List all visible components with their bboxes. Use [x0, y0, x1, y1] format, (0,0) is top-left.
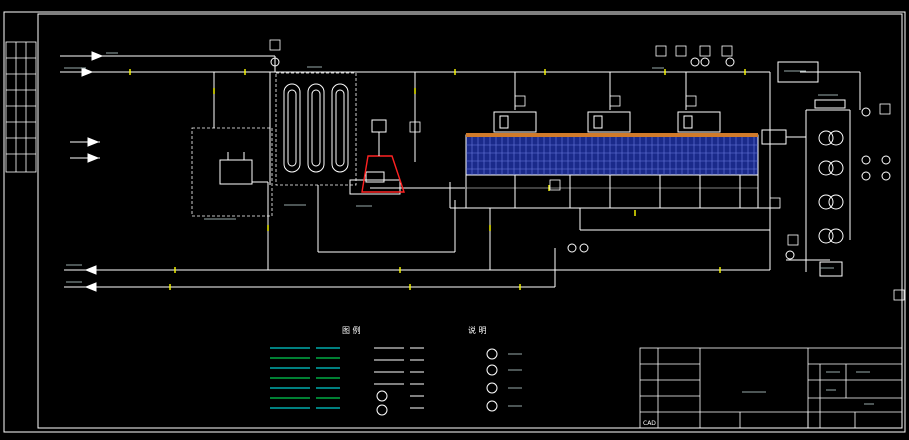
title-block-text-marks — [742, 371, 874, 405]
legend: 图 例 说 明 — [270, 325, 522, 416]
control-panel — [761, 129, 787, 145]
cooling-tower-basin — [465, 174, 759, 209]
fan-units — [493, 111, 721, 133]
cad-label: CAD — [643, 420, 656, 427]
inner-frame — [37, 13, 903, 429]
cooling-tower — [449, 133, 780, 209]
legend-gauge-icon — [376, 390, 388, 402]
pump-skid — [349, 171, 401, 195]
right-pipes — [786, 109, 851, 272]
bottom-right-tank — [819, 261, 843, 277]
outer-frame — [3, 11, 906, 433]
legend-circle-icon-3 — [486, 382, 498, 394]
revision-table — [5, 41, 37, 173]
heat-exchanger-coils — [283, 83, 349, 173]
legend-heading-a: 图 例 — [342, 325, 361, 335]
legend-circle-icon-2 — [486, 364, 498, 376]
legend-circle-icon-4 — [486, 400, 498, 412]
heat-exchanger-enclosure — [275, 72, 357, 186]
valve-tags — [269, 39, 905, 301]
pumps — [818, 130, 844, 244]
cooling-tower-top-strip — [466, 133, 758, 137]
main-pipes — [100, 55, 861, 288]
inlet-arrows — [60, 51, 120, 292]
instrument-gauges — [270, 57, 891, 260]
right-tank — [777, 61, 819, 83]
cooling-tower-grid — [466, 137, 758, 175]
tank-enclosure — [191, 127, 273, 217]
pipe-markers — [129, 69, 746, 290]
legend-heading-b: 说 明 — [468, 325, 487, 335]
tower-risers — [514, 175, 741, 208]
legend-pump-icon — [376, 404, 388, 416]
title-block — [639, 347, 903, 429]
control-box — [371, 119, 387, 133]
storage-tank — [219, 152, 269, 205]
manifold-box — [814, 99, 846, 109]
annotation-dashes — [64, 52, 838, 283]
legend-circle-icon-1 — [486, 348, 498, 360]
red-control-valve — [361, 155, 405, 193]
